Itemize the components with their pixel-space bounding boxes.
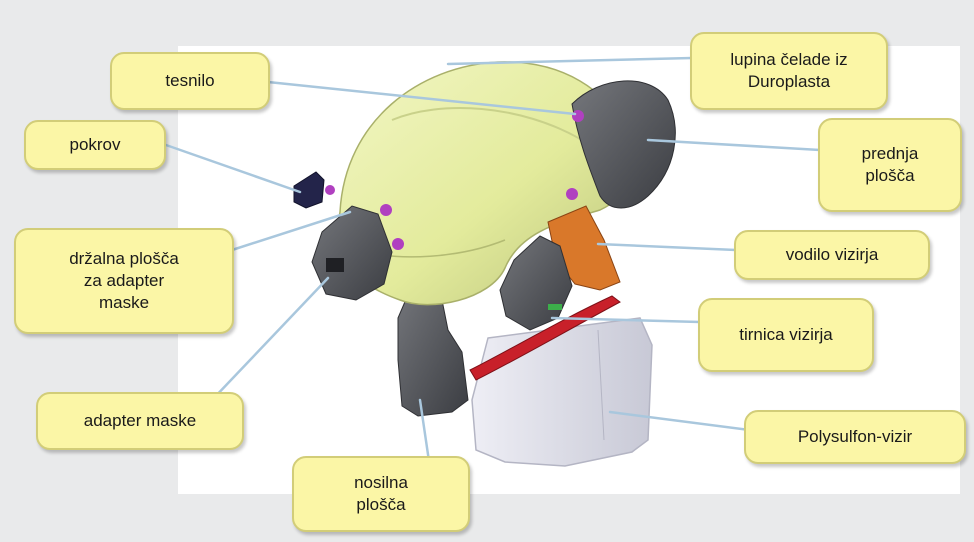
label-polysulfon-text: Polysulfon-vizir bbox=[798, 426, 912, 448]
seal-dot bbox=[392, 238, 404, 250]
label-lupina: lupina čelade iz Duroplasta bbox=[690, 32, 888, 110]
seal-dot bbox=[325, 185, 335, 195]
visor-rail-clip bbox=[548, 304, 562, 310]
label-prednja: prednja plošča bbox=[818, 118, 962, 212]
label-adapter: adapter maske bbox=[36, 392, 244, 450]
label-pokrov-text: pokrov bbox=[69, 134, 120, 156]
label-vodilo-text: vodilo vizirja bbox=[786, 244, 879, 266]
label-tesnilo: tesnilo bbox=[110, 52, 270, 110]
mask-adapter-socket bbox=[326, 258, 344, 272]
label-tirnica-text: tirnica vizirja bbox=[739, 324, 833, 346]
label-vodilo: vodilo vizirja bbox=[734, 230, 930, 280]
label-tesnilo-text: tesnilo bbox=[165, 70, 214, 92]
label-adapter-text: adapter maske bbox=[84, 410, 196, 432]
visor-shape bbox=[472, 318, 652, 466]
seal-dot bbox=[566, 188, 578, 200]
label-tirnica: tirnica vizirja bbox=[698, 298, 874, 372]
label-drzalna-text: držalna plošča za adapter maske bbox=[69, 248, 179, 314]
label-nosilna: nosilna plošča bbox=[292, 456, 470, 532]
label-pokrov: pokrov bbox=[24, 120, 166, 170]
label-nosilna-text: nosilna plošča bbox=[354, 472, 408, 516]
label-prednja-text: prednja plošča bbox=[862, 143, 919, 187]
label-lupina-text: lupina čelade iz Duroplasta bbox=[730, 49, 847, 93]
seal-dot bbox=[572, 110, 584, 122]
seal-dot bbox=[380, 204, 392, 216]
label-drzalna: držalna plošča za adapter maske bbox=[14, 228, 234, 334]
label-polysulfon: Polysulfon-vizir bbox=[744, 410, 966, 464]
